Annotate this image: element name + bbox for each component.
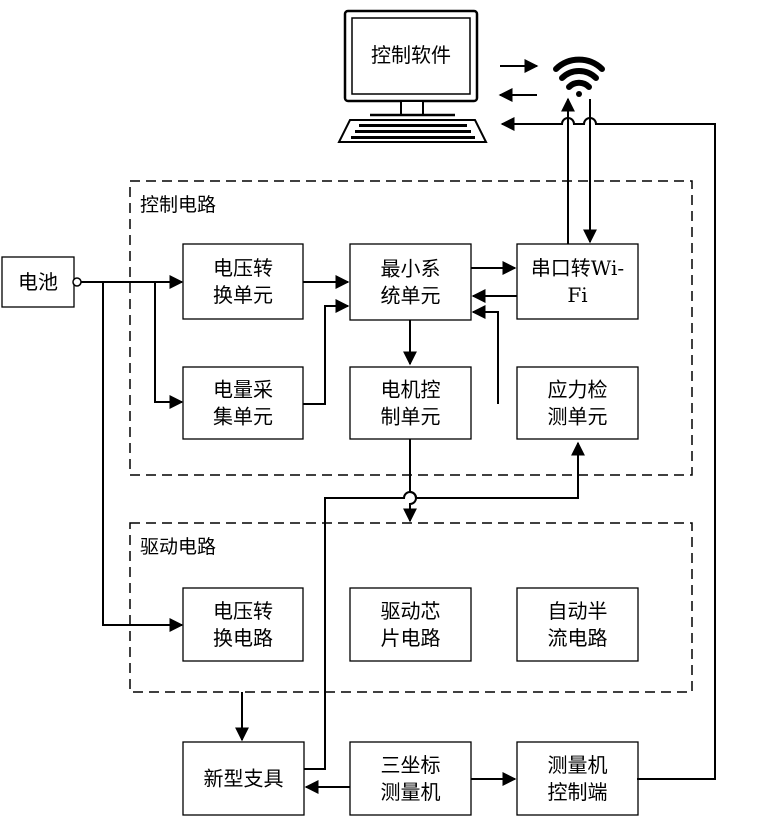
block-cmm-ctrl-label: 测量机 (548, 753, 608, 777)
block-min-system-label: 最小系 (381, 257, 441, 281)
block-stress-detect-label: 测单元 (548, 405, 608, 429)
block-serial-wifi-label: 串口转Wi- (531, 256, 624, 280)
group-drive-circuit (129, 522, 693, 693)
block-voltage-conv-label: 电压转 (213, 256, 273, 280)
block-voltage-conv-label: 换单元 (213, 283, 273, 307)
block-power-collect-label: 电量采 (213, 378, 273, 402)
computer-icon: 控制软件 (337, 9, 488, 143)
block-auto-half-current-label: 自动半 (548, 599, 608, 623)
block-driver-chip-label: 驱动芯 (381, 599, 441, 623)
block-cmm-label: 三坐标 (381, 753, 441, 777)
block-power-collect-label: 集单元 (213, 405, 273, 429)
block-new-support: 新型支具 (182, 741, 305, 816)
computer-wifi-arrows (498, 59, 539, 102)
block-cmm-ctrl-label: 控制端 (548, 780, 608, 804)
block-motor-ctrl-label: 制单元 (381, 405, 441, 429)
block-battery: 电池 (1, 256, 75, 308)
block-new-support-label: 新型支具 (204, 767, 284, 791)
connection-lines (72, 97, 716, 794)
block-driver-chip-label: 片电路 (381, 626, 441, 650)
block-motor-ctrl-label: 电机控 (381, 378, 441, 402)
block-voltage-conv-circuit-label: 电压转 (213, 599, 273, 623)
computer-screen-label: 控制软件 (371, 43, 451, 67)
group-control-circuit-label: 控制电路 (140, 194, 216, 216)
block-serial-wifi: 串口转Wi- Fi (516, 243, 639, 320)
block-battery-label: 电池 (18, 270, 58, 294)
block-min-system-label: 统单元 (381, 284, 441, 308)
block-voltage-conv-circuit-label: 换电路 (213, 626, 273, 650)
block-cmm-label: 测量机 (381, 780, 441, 804)
wifi-icon (553, 56, 605, 97)
group-drive-circuit-label: 驱动电路 (140, 536, 216, 558)
block-auto-half-current-label: 流电路 (548, 626, 608, 650)
block-stress-detect-label: 应力检 (548, 378, 608, 402)
block-serial-wifi-label: Fi (567, 283, 587, 307)
